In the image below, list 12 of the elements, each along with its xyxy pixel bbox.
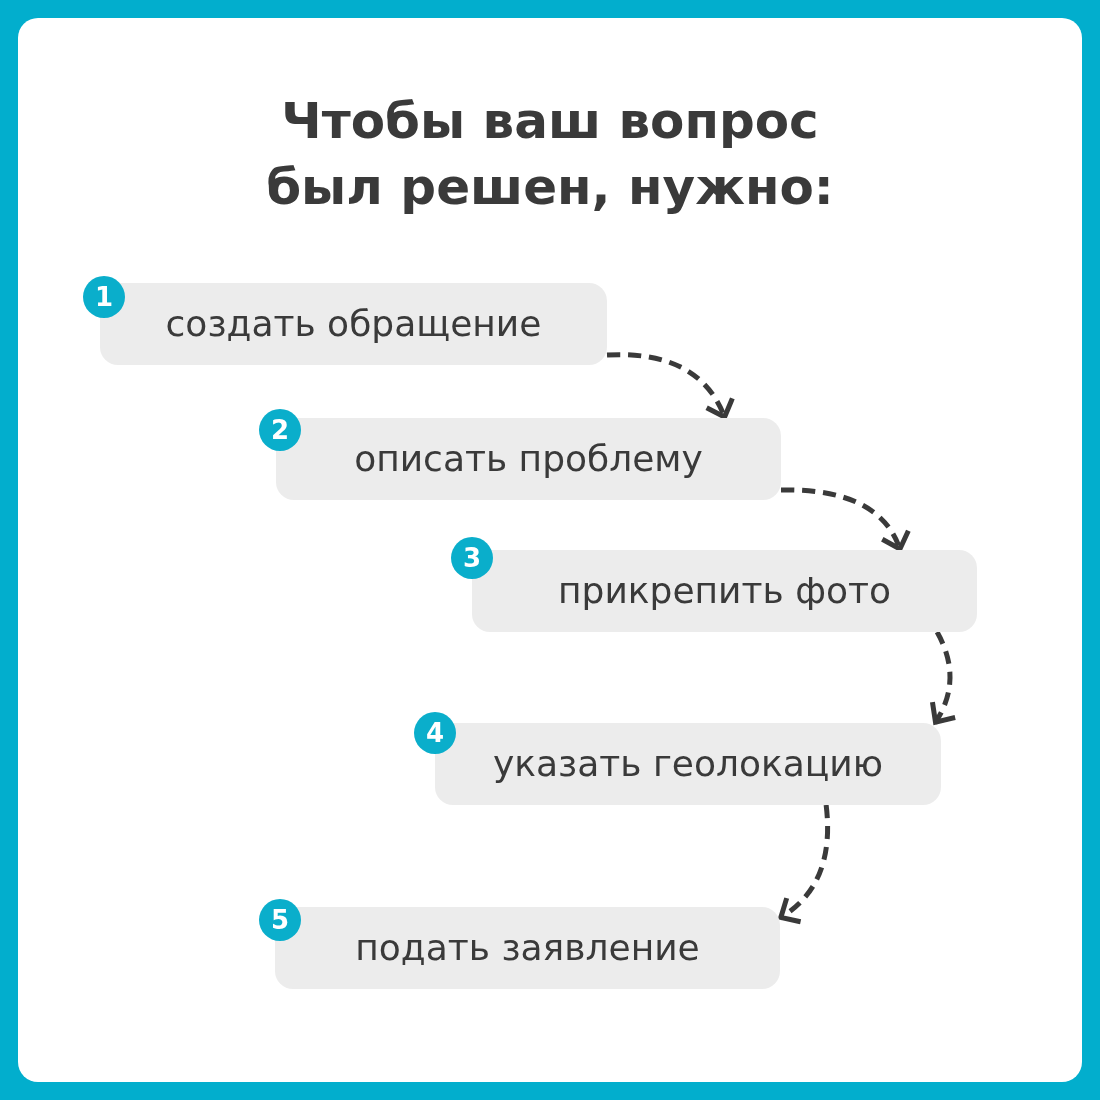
step-label: подать заявление xyxy=(355,926,700,970)
title: Чтобы ваш вопрос был решен, нужно: xyxy=(265,91,835,218)
dashed-arrow xyxy=(606,352,733,420)
step-card xyxy=(275,907,780,989)
step-label: прикрепить фото xyxy=(558,569,891,613)
step-label: описать проблему xyxy=(354,437,703,481)
dashed-arrow xyxy=(929,630,955,725)
step-label: указать геолокацию xyxy=(492,742,884,786)
step-card xyxy=(100,283,607,365)
dashed-arrow xyxy=(781,487,909,552)
step-label: создать обращение xyxy=(165,302,542,346)
dashed-arrow xyxy=(778,804,831,923)
